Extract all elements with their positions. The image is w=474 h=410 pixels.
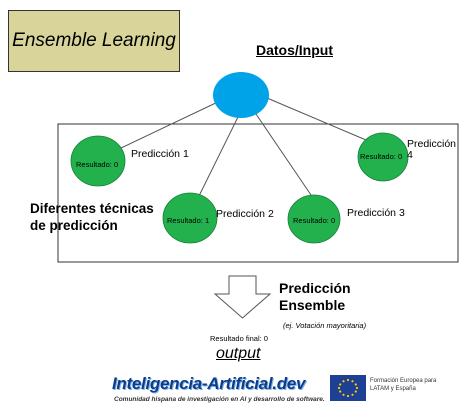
predictor-1-result: Resultado: 0 (76, 160, 119, 169)
predictor-node-1 (70, 135, 126, 187)
voting-note: (ej. Votación mayoritaria) (283, 321, 367, 330)
brand-tagline: Comunidad hispana de investigación en AI… (114, 396, 325, 403)
input-node (213, 72, 269, 118)
final-result: Resultado final: 0 (210, 334, 268, 343)
edge-input-pred2 (196, 116, 239, 201)
techniques-label: Diferentes técnicas de predicción (30, 201, 154, 233)
predictor-node-2 (162, 192, 218, 244)
edge-input-pred3 (255, 113, 312, 196)
down-arrow-icon (213, 275, 272, 319)
predictor-node-3 (287, 194, 341, 244)
predictor-4-result: Resultado: 0 (360, 152, 403, 161)
predictor-node-4 (357, 132, 409, 182)
predictor-3-result: Resultado: 0 (293, 216, 336, 225)
predictor-3-label: Predicción 3 (347, 207, 405, 219)
output-label: output (216, 345, 261, 362)
predictor-4-label: Predicción 4 (407, 138, 457, 161)
techniques-frame (57, 123, 459, 263)
eu-badge-text: Formación Europea para LATAM y España (370, 378, 437, 392)
predictor-2-result: Resultado: 1 (167, 216, 210, 225)
predictor-1-label: Predicción 1 (131, 148, 189, 160)
edge-input-pred4 (266, 97, 367, 141)
title-box: Ensemble Learning (8, 10, 180, 72)
brand-logo[interactable]: Inteligencia-Artificial.dev (112, 374, 306, 393)
page-title: Ensemble Learning (12, 30, 176, 51)
ensemble-title: Predicción Ensemble (279, 280, 351, 313)
predictor-2-label: Predicción 2 (216, 208, 274, 220)
input-label: Datos/Input (256, 42, 333, 58)
eu-flag-icon (330, 375, 366, 401)
